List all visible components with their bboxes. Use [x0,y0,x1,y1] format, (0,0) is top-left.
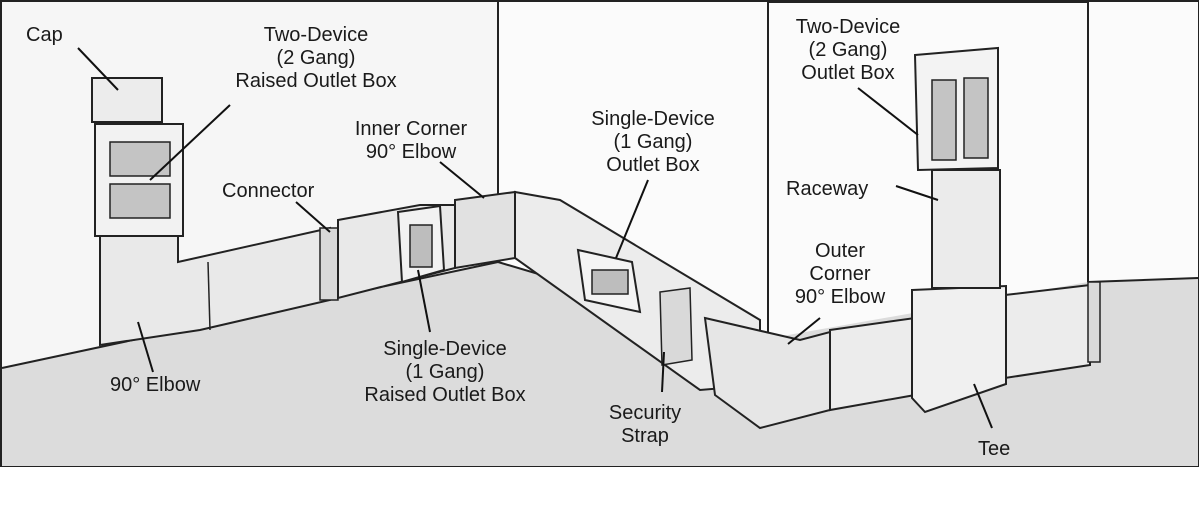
leader-lines [77,47,993,429]
floor-edge-right [1087,277,1199,283]
label-line: Outlet Box [606,154,700,176]
label-connector: Connector [222,180,315,202]
connector-piece [319,227,339,301]
single-box-opening [591,269,629,295]
outlet-opening [409,224,433,268]
vertical-raceway [931,169,1001,289]
label-line: 90° Elbow [365,141,457,163]
label-line: (1 Gang) [405,361,485,383]
label-line: Outer [814,240,866,262]
box-slot-2 [963,77,989,159]
label-tee: Tee [978,438,1011,460]
label-two-device-outlet-box: Two-Device (2 Gang) Outlet Box [778,16,918,85]
two-raised-box [94,123,184,237]
label-single-device-outlet-box: Single-Device (1 Gang) Outlet Box [568,108,738,177]
label-line: Inner Corner [354,118,468,140]
raceway-right-a [829,316,916,412]
security-strap-piece [659,287,693,366]
label-outer-corner-elbow: Outer Corner 90° Elbow [780,240,900,309]
label-90-elbow: 90° Elbow [110,374,201,396]
seam [207,261,211,331]
label-line: Strap [621,425,669,447]
label-line: (2 Gang) [276,47,356,69]
label-line: Outlet Box [801,62,895,84]
label-line: Single-Device [383,338,507,360]
box-slot-1 [931,79,957,161]
label-line: (1 Gang) [613,131,693,153]
label-line: Two-Device [263,24,369,46]
label-two-device-raised-outlet-box: Two-Device (2 Gang) Raised Outlet Box [216,24,416,93]
raceway-right-b [1004,283,1091,380]
wall-projection [767,1,1089,340]
label-line: Raised Outlet Box [364,384,526,406]
label-line: Security [608,402,682,424]
label-line: Two-Device [795,16,901,38]
label-line: (2 Gang) [808,39,888,61]
inner-corner-piece [454,190,516,270]
label-raceway: Raceway [786,178,869,200]
end-cap-right [1087,281,1101,363]
raised-box-outlet-2 [109,183,171,219]
label-line: Corner [809,263,871,285]
label-security-strap: Security Strap [590,402,700,448]
label-line: Single-Device [591,108,715,130]
cap-piece [91,77,163,123]
label-line: 90° Elbow [794,286,886,308]
label-line: Raised Outlet Box [235,70,397,92]
label-single-device-raised-outlet-box: Single-Device (1 Gang) Raised Outlet Box [340,338,550,407]
label-cap: Cap [26,24,63,46]
label-inner-corner-elbow: Inner Corner 90° Elbow [336,118,486,164]
back-wall [498,2,1198,340]
